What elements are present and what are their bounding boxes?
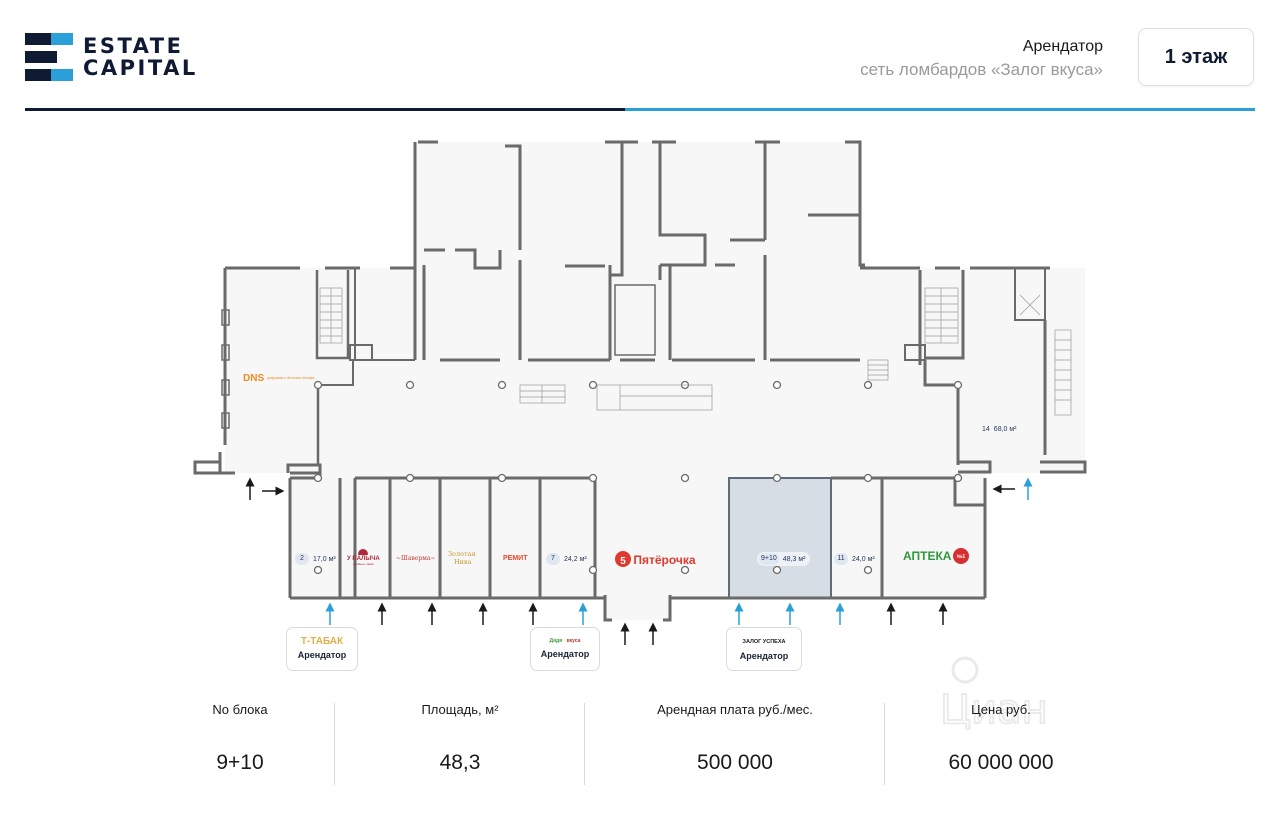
u-palycha-sub-label: хлебные лавки bbox=[352, 562, 374, 566]
t-tabak-brand: Т-ТАБАК bbox=[300, 636, 344, 647]
columns bbox=[313, 380, 963, 575]
logo-line-2: CAPITAL bbox=[83, 56, 198, 80]
stat-area-label: Площадь, м² bbox=[421, 702, 499, 717]
unit-14-number: 14 bbox=[982, 426, 990, 433]
unit-11-area: 24,0 м² bbox=[852, 555, 875, 563]
stat-rent-value: 500 000 bbox=[697, 751, 773, 774]
unit-2-number: 2 bbox=[295, 553, 309, 565]
pyaterochka-logo: 5 Пятёрочка bbox=[619, 553, 696, 567]
walls bbox=[193, 140, 1087, 622]
stat-divider bbox=[884, 703, 885, 785]
apteka-logo: АПТЕКА №1 bbox=[903, 549, 965, 563]
stat-block-number-label: No блока bbox=[212, 702, 268, 717]
zalog-uspekha-brand: ЗАЛОГ УСПЕХА bbox=[742, 639, 786, 645]
pyaterochka-digit: 5 bbox=[620, 556, 626, 567]
logo-mark-icon bbox=[25, 33, 73, 81]
unit-11-label[interactable]: 11 24,0 м² bbox=[834, 553, 875, 565]
tenant-label: Арендатор bbox=[1022, 38, 1103, 55]
stat-divider bbox=[584, 703, 585, 785]
unit-9-10-area: 48,3 м² bbox=[782, 555, 806, 563]
unit-14-label[interactable]: 14 68,0 м² bbox=[982, 426, 1017, 433]
stairs bbox=[319, 287, 1072, 416]
dyadya-vkusa-role: Арендатор bbox=[540, 649, 590, 659]
logo-line-1: ESTATE bbox=[83, 34, 184, 58]
logo-text: ESTATE CAPITAL bbox=[83, 35, 198, 79]
pyaterochka-logo-icon bbox=[615, 551, 631, 567]
apteka-badge-label: №1 bbox=[956, 553, 966, 560]
stat-rent-label: Арендная плата руб./мес. bbox=[657, 702, 813, 717]
stat-area: Площадь, м² 48,3 bbox=[336, 698, 584, 788]
tenant-card-zalog-uspekha[interactable]: ЗАЛОГ УСПЕХА Арендатор bbox=[726, 627, 802, 671]
estate-capital-logo[interactable]: ESTATE CAPITAL bbox=[25, 33, 198, 81]
unit-7-label[interactable]: 7 24,2 м² bbox=[546, 553, 587, 565]
t-tabak-role: Арендатор bbox=[297, 650, 347, 660]
u-palycha-label: У ПАЛЫЧА bbox=[347, 556, 380, 562]
zolotaya-niva-line-2: Нива bbox=[454, 558, 472, 566]
zolotaya-niva-logo: Золотая Нива bbox=[448, 550, 476, 566]
unit-stats-table: No блока 9+10 Площадь, м² 48,3 Арендная … bbox=[160, 698, 1120, 788]
dyadya-vkusa-mid: · bbox=[563, 638, 566, 644]
dyadya-vkusa-right: вкуса bbox=[566, 638, 581, 644]
apteka-label: АПТЕКА bbox=[903, 549, 952, 563]
stat-rent: Арендная плата руб./мес. 500 000 bbox=[586, 698, 884, 788]
u-palycha-logo: У ПАЛЫЧА хлебные лавки bbox=[347, 549, 380, 566]
stat-area-value: 48,3 bbox=[439, 751, 481, 774]
tenant-card-t-tabak[interactable]: Т-ТАБАК Арендатор bbox=[286, 627, 358, 671]
header-divider-blue bbox=[625, 108, 1255, 111]
remit-logo: РЕМИТ bbox=[503, 555, 528, 562]
unit-7-number: 7 bbox=[546, 553, 560, 565]
zolotaya-niva-line-1: Золотая bbox=[448, 550, 476, 558]
zalog-uspekha-role: Арендатор bbox=[739, 651, 789, 661]
unit-9-10-number: 9+10 bbox=[759, 553, 779, 565]
unit-14-area: 68,0 м² bbox=[993, 426, 1017, 433]
tenant-name: сеть ломбардов «Залог вкуса» bbox=[860, 60, 1103, 79]
unit-2-area: 17,0 м² bbox=[313, 555, 336, 563]
floor-button[interactable]: 1 этаж bbox=[1138, 28, 1254, 86]
entrance-arrows bbox=[245, 477, 1033, 645]
u-palycha-crown-icon bbox=[358, 549, 369, 555]
unit-9-10-label[interactable]: 9+10 48,3 м² bbox=[757, 552, 810, 566]
stat-price-value: 60 000 000 bbox=[948, 751, 1054, 774]
tenant-card-dyadya-vkusa[interactable]: Дядя · вкуса Арендатор bbox=[530, 627, 600, 671]
dyadya-vkusa-left: Дядя bbox=[549, 638, 563, 644]
unit-11-number: 11 bbox=[834, 553, 848, 565]
unit-9-10-highlight bbox=[728, 477, 832, 599]
stat-price-label: Цена руб. bbox=[971, 702, 1031, 717]
tenant-info: Арендатор сеть ломбардов «Залог вкуса» bbox=[860, 36, 1103, 82]
unit-2-label[interactable]: 2 17,0 м² bbox=[295, 553, 336, 565]
dns-sub-label: цифровая и бытовая техника bbox=[266, 376, 315, 381]
pyaterochka-label: Пятёрочка bbox=[633, 553, 696, 567]
shavarma-logo: ~Шаверма~ bbox=[396, 555, 436, 562]
unit-7-area: 24,2 м² bbox=[564, 555, 587, 563]
dns-logo: DNS цифровая и бытовая техника bbox=[243, 373, 315, 384]
watermark-logo-icon: Циан bbox=[939, 656, 1049, 730]
stat-divider bbox=[334, 703, 335, 785]
apteka-badge-icon bbox=[953, 548, 969, 564]
stat-block-number-value: 9+10 bbox=[216, 751, 264, 774]
stat-price: Цена руб. 60 000 000 bbox=[886, 698, 1116, 788]
stat-block-number: No блока 9+10 bbox=[160, 698, 320, 788]
header-divider-dark bbox=[25, 108, 625, 111]
dns-label: DNS bbox=[243, 373, 265, 384]
svg-text:Циан: Циан bbox=[940, 687, 1048, 730]
dyadya-vkusa-brand: Дядя · вкуса bbox=[531, 638, 599, 644]
